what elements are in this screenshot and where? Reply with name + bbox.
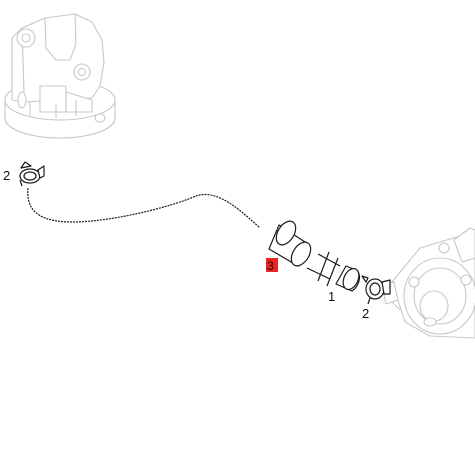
callout-3-highlighted[interactable]: 3 [266,258,278,273]
sleeve-part-3 [268,220,312,267]
callout-2-top: 2 [3,168,10,183]
ghost-housing-top-left [4,13,116,139]
callout-1: 1 [328,289,335,304]
hose-clamp-top [19,161,45,187]
callout-2-bottom: 2 [362,306,369,321]
callout-3-highlight-box [266,258,278,272]
hose-clamp-bottom [361,275,391,305]
ghost-pump-bottom-right [381,227,475,339]
hose-part-1 [306,251,361,292]
callout-3: 3 [267,259,274,273]
braided-line [27,187,261,229]
